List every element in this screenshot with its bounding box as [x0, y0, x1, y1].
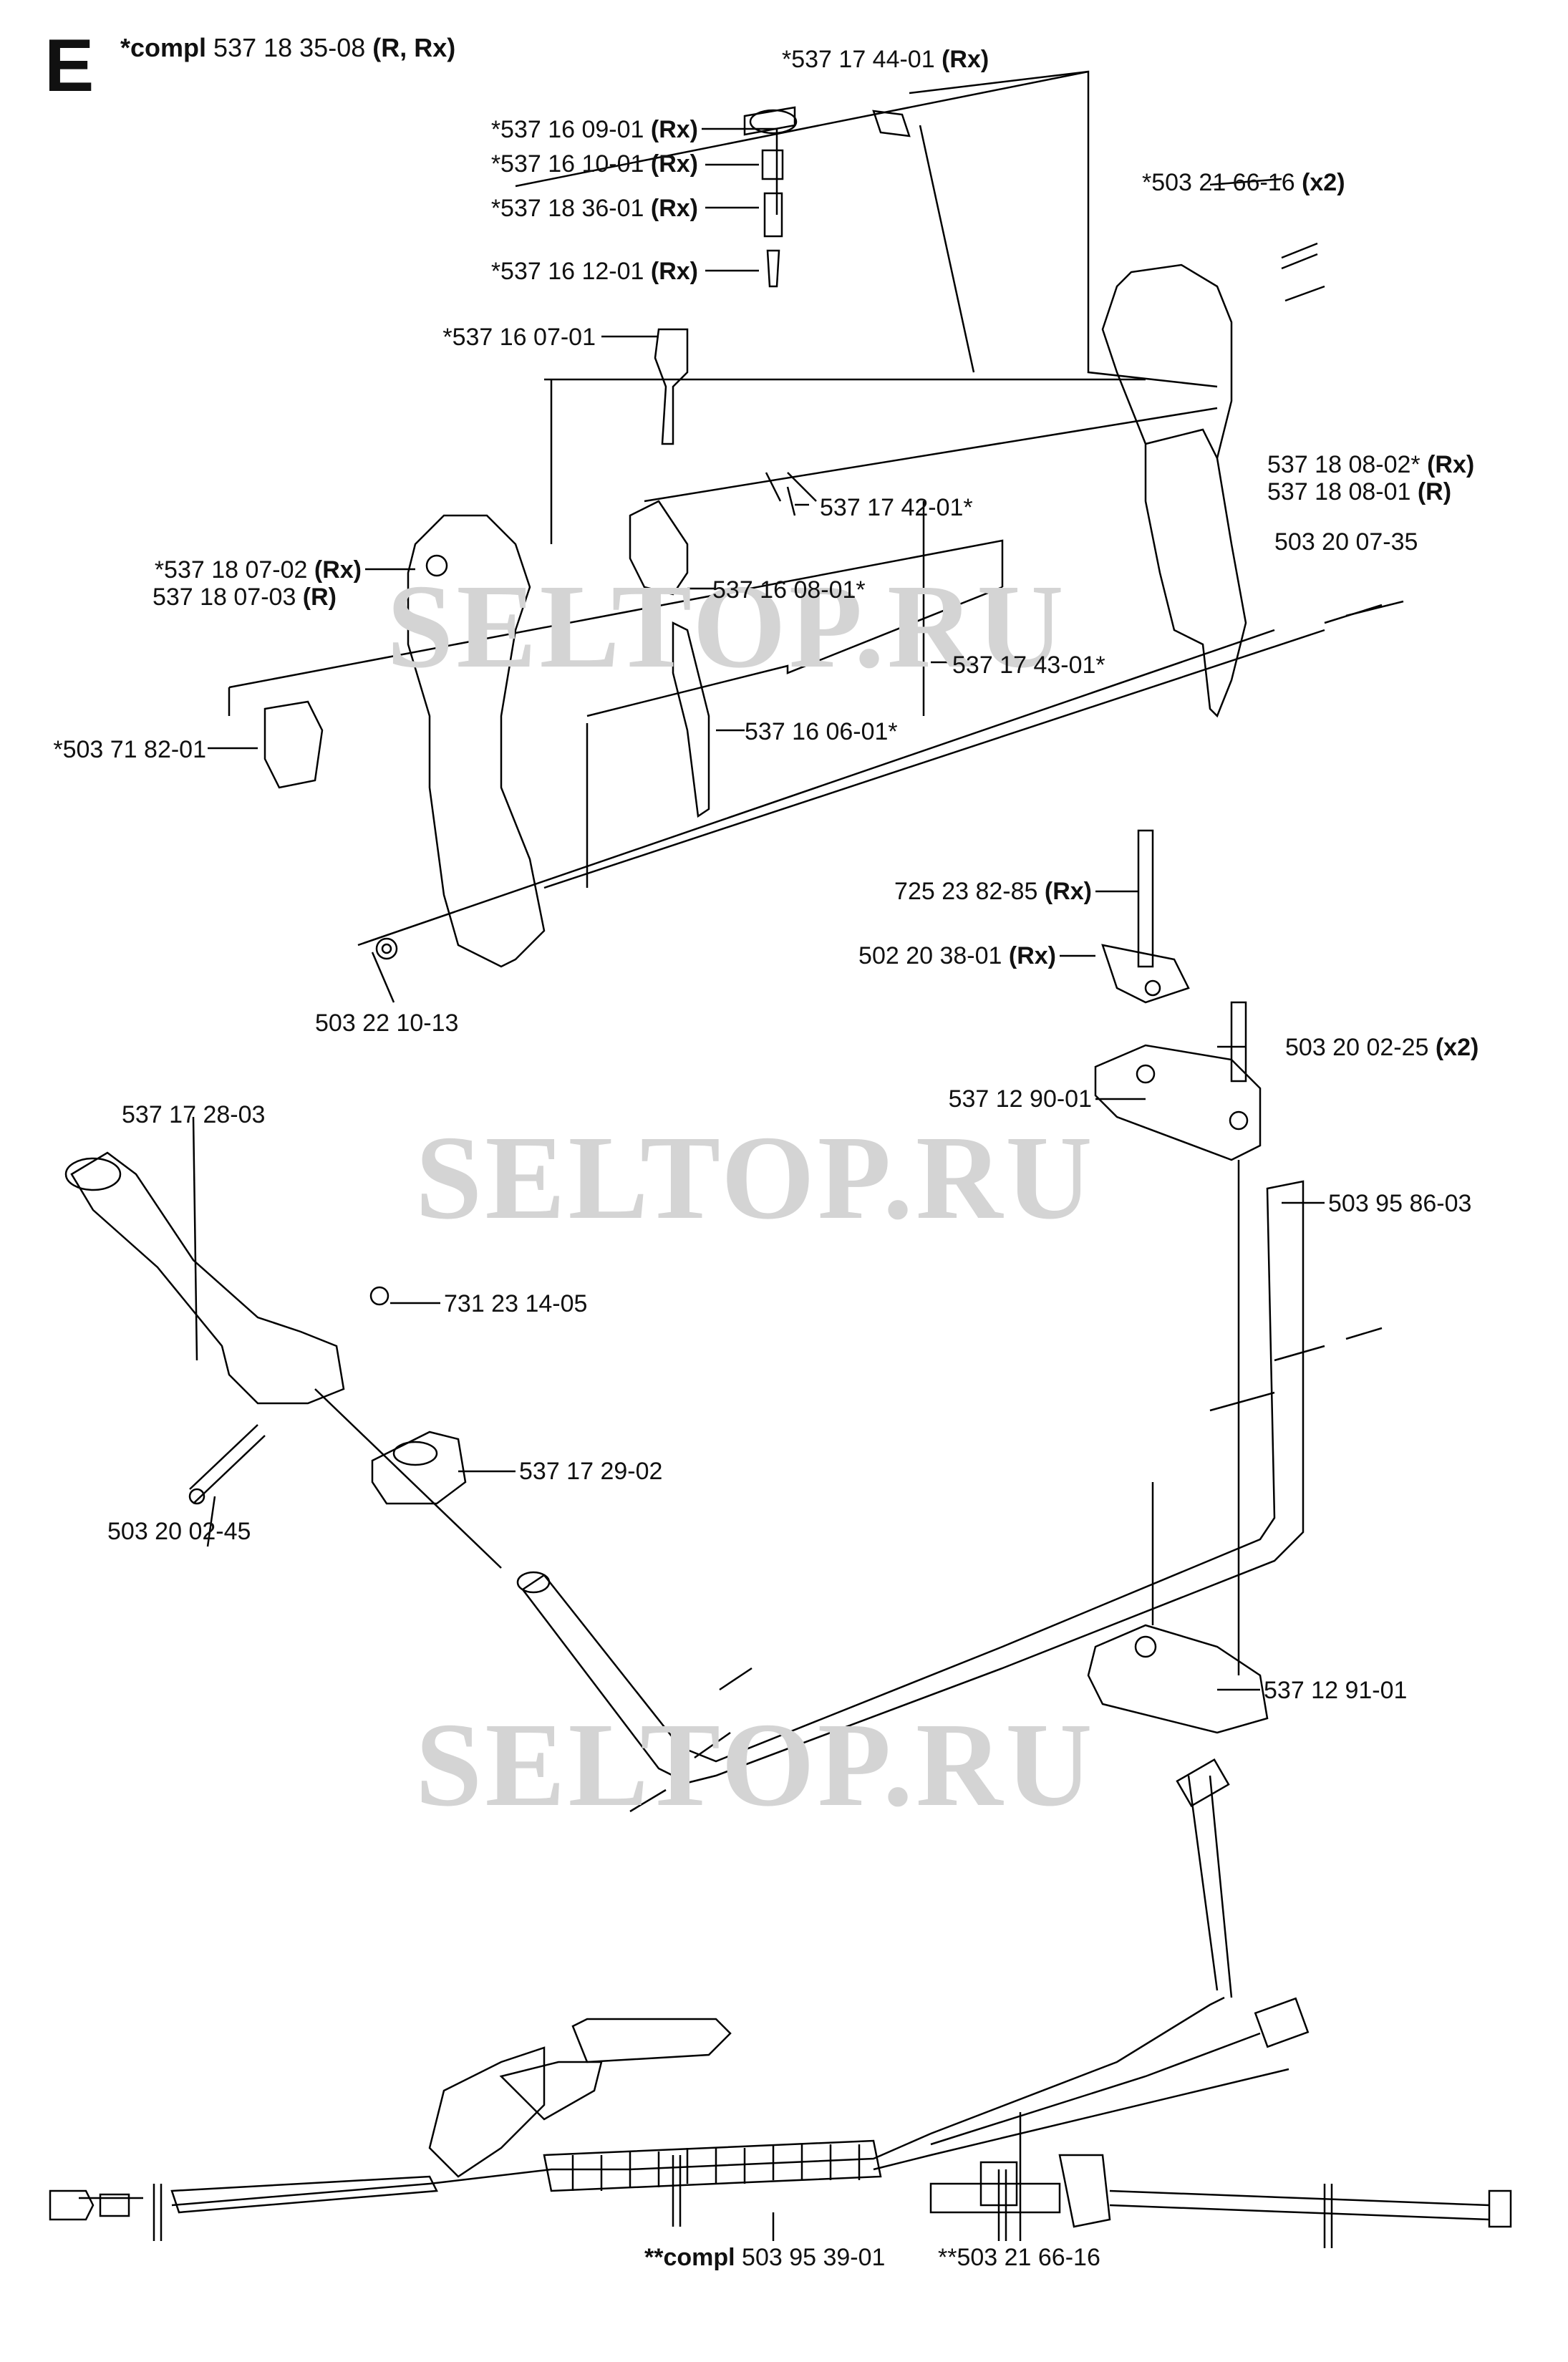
part-variant: (Rx)	[650, 195, 698, 222]
part-variant: (x2)	[1435, 1034, 1479, 1061]
part-label-537-16-09-01[interactable]: *537 16 09-01 (Rx)	[491, 116, 698, 143]
part-number: 731 23 14-05	[444, 1290, 588, 1317]
part-number: **503 21 66-16	[938, 2244, 1100, 2271]
watermark-2: SELTOP.RU	[415, 1111, 1095, 1244]
assembly-header: *compl 537 18 35-08 (R, Rx)	[120, 33, 455, 63]
part-variant: (Rx)	[650, 258, 698, 285]
part-number: 503 22 10-13	[315, 1010, 459, 1037]
part-label-503-21-66-16[interactable]: *503 21 66-16 (x2)	[1142, 169, 1345, 196]
part-number: 537 12 90-01	[948, 1085, 1092, 1113]
part-variant: (Rx)	[1044, 878, 1092, 905]
part-number: 537 18 08-02*	[1267, 451, 1428, 478]
part-number: 537 18 08-01	[1267, 478, 1418, 505]
part-label-725-23-82-85[interactable]: 725 23 82-85 (Rx)	[894, 878, 1092, 905]
part-number: *537 16 12-01	[490, 258, 651, 285]
part-label-537-17-28-03[interactable]: 537 17 28-03	[122, 1101, 265, 1128]
part-label-537-18-07-03[interactable]: 537 18 07-03 (R)	[153, 584, 337, 611]
watermark-3: SELTOP.RU	[415, 1698, 1095, 1831]
part-label-503-95-39-01[interactable]: **compl 503 95 39-01	[644, 2244, 885, 2271]
part-label-503-71-82-01[interactable]: *503 71 82-01	[53, 736, 206, 763]
part-label-537-16-08-01[interactable]: 537 16 08-01*	[712, 576, 866, 604]
part-label-731-23-14-05[interactable]: 731 23 14-05	[444, 1290, 587, 1317]
part-label-537-12-90-01[interactable]: 537 12 90-01	[949, 1085, 1092, 1113]
part-number: 502 20 38-01	[858, 942, 1009, 969]
part-label-537-16-10-01[interactable]: *537 16 10-01 (Rx)	[491, 150, 698, 178]
part-label-503-20-02-25[interactable]: 503 20 02-25 (x2)	[1285, 1034, 1479, 1061]
part-label-537-18-08-02[interactable]: 537 18 08-02* (Rx)	[1267, 451, 1474, 478]
part-number: *537 16 09-01	[490, 116, 651, 143]
part-number: *537 16 10-01	[490, 150, 651, 178]
part-variant: (Rx)	[650, 116, 698, 143]
part-label-537-12-91-01[interactable]: 537 12 91-01	[1264, 1677, 1407, 1704]
watermark-1: SELTOP.RU	[387, 560, 1067, 693]
part-label-503-95-86-03[interactable]: 503 95 86-03	[1328, 1190, 1471, 1217]
part-variant: (Rx)	[942, 46, 989, 73]
part-number: 537 16 06-01*	[745, 718, 898, 745]
part-number: 537 17 28-03	[122, 1101, 266, 1128]
part-variant: (Rx)	[1427, 451, 1475, 478]
part-number: 503 20 07-35	[1274, 528, 1418, 556]
part-number: 537 17 42-01*	[820, 494, 973, 521]
part-number: 537 17 43-01*	[952, 652, 1105, 679]
part-number: 503 95 86-03	[1328, 1190, 1472, 1217]
part-number: *537 17 44-01	[782, 46, 942, 73]
part-label-537-16-06-01[interactable]: 537 16 06-01*	[745, 718, 898, 745]
part-number: *537 18 07-02	[154, 556, 314, 584]
part-number: *537 18 36-01	[490, 195, 651, 222]
part-number: 537 17 29-02	[519, 1458, 663, 1485]
section-letter: E	[44, 24, 95, 107]
part-variant: (R)	[1417, 478, 1452, 505]
part-variant: (Rx)	[1008, 942, 1056, 969]
part-variant: **compl	[644, 2244, 742, 2271]
part-number: 537 18 07-03	[152, 584, 303, 611]
part-number: *537 16 07-01	[442, 324, 596, 351]
part-variant: (Rx)	[650, 150, 698, 178]
part-number: 503 20 02-25	[1285, 1034, 1436, 1061]
part-number: *503 21 66-16	[1142, 169, 1302, 196]
part-number: 537 12 91-01	[1264, 1677, 1408, 1704]
part-label-537-18-36-01[interactable]: *537 18 36-01 (Rx)	[491, 195, 698, 222]
part-label-503-20-02-45[interactable]: 503 20 02-45	[107, 1518, 251, 1545]
part-number: 725 23 82-85	[894, 878, 1045, 905]
part-label-537-17-42-01[interactable]: 537 17 42-01*	[820, 494, 973, 521]
part-label-503-22-10-13[interactable]: 503 22 10-13	[315, 1010, 458, 1037]
part-label-537-18-08-01[interactable]: 537 18 08-01 (R)	[1267, 478, 1451, 505]
part-variant: (Rx)	[314, 556, 362, 584]
part-label-537-17-44-01[interactable]: *537 17 44-01 (Rx)	[782, 46, 989, 73]
part-label-537-18-07-02[interactable]: *537 18 07-02 (Rx)	[155, 556, 362, 584]
part-label-503-21-66-16-cable[interactable]: **503 21 66-16	[938, 2244, 1100, 2271]
header-suffix: (R, Rx)	[372, 33, 456, 62]
part-variant: (R)	[302, 584, 337, 611]
part-variant: (x2)	[1302, 169, 1345, 196]
part-number: *503 71 82-01	[53, 736, 206, 763]
header-prefix: *compl	[120, 33, 207, 62]
part-label-537-16-12-01[interactable]: *537 16 12-01 (Rx)	[491, 258, 698, 285]
part-number: 503 95 39-01	[742, 2244, 886, 2271]
header-number: 537 18 35-08	[213, 33, 366, 62]
part-number: 537 16 08-01*	[712, 576, 866, 604]
part-label-537-16-07-01[interactable]: *537 16 07-01	[442, 324, 596, 351]
part-label-537-17-43-01[interactable]: 537 17 43-01*	[952, 652, 1105, 679]
part-label-503-20-07-35[interactable]: 503 20 07-35	[1274, 528, 1418, 556]
part-number: 503 20 02-45	[107, 1518, 251, 1545]
part-label-537-17-29-02[interactable]: 537 17 29-02	[519, 1458, 662, 1485]
part-label-502-20-38-01[interactable]: 502 20 38-01 (Rx)	[858, 942, 1056, 969]
